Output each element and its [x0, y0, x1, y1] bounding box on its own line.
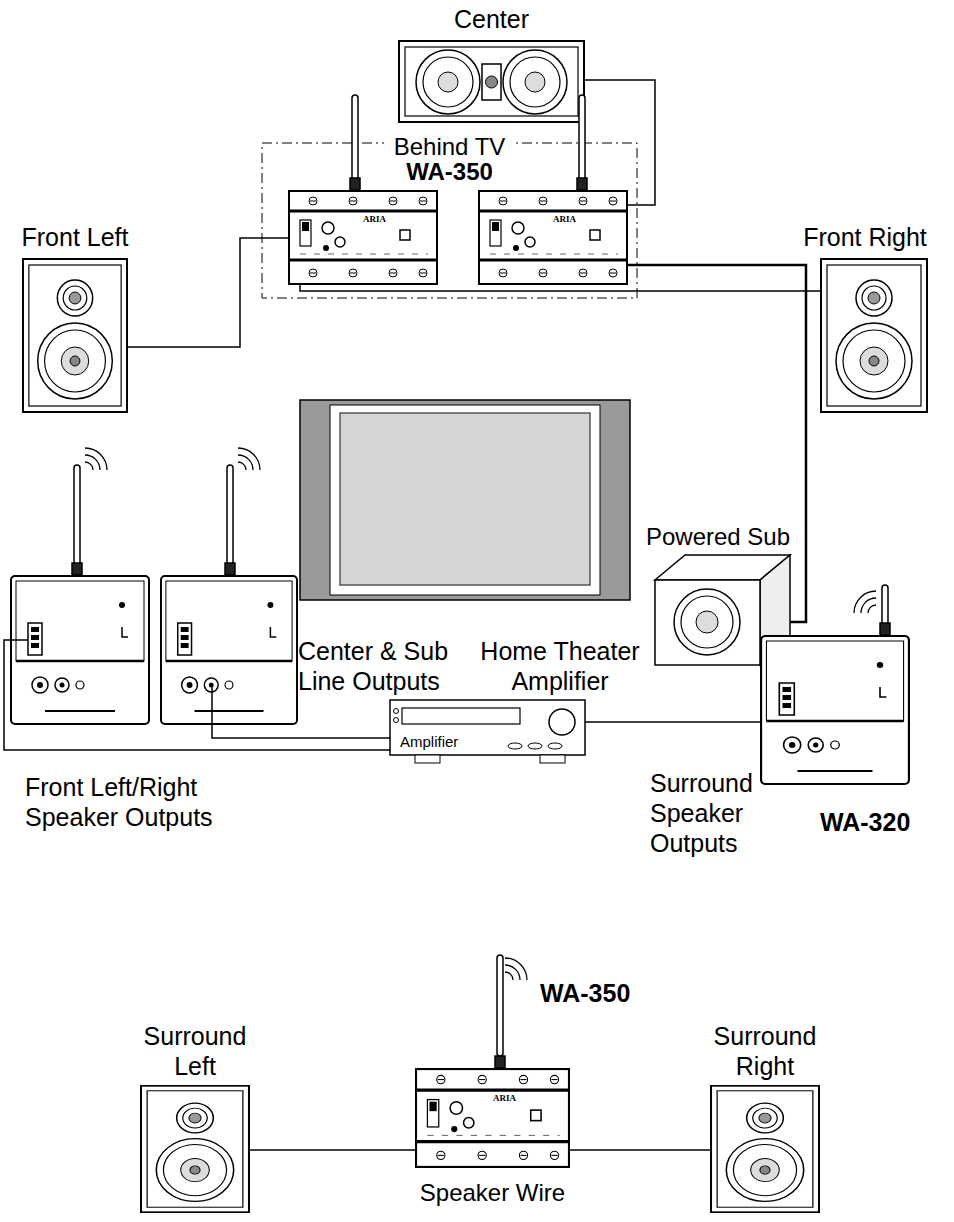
speaker: [821, 259, 927, 412]
wire-label: Front Left/Right Speaker Outputs: [25, 772, 255, 832]
node-label: Front Left: [2, 222, 148, 252]
node-label: WA-350: [540, 978, 650, 1008]
transmitter-unit: [761, 636, 909, 784]
illustration-part: [300, 400, 630, 600]
illustration-part: [330, 405, 600, 595]
illustration-part: [549, 709, 575, 735]
radio-waves: [85, 448, 107, 470]
receiver-unit: [416, 1069, 569, 1167]
illustration-part: [495, 1056, 505, 1068]
transmitter-unit: WA-320: [760, 635, 910, 785]
amplifier: Home Theater AmplifierAmplifier: [390, 700, 585, 755]
illustration-part: [880, 623, 890, 635]
illustration-part: [540, 755, 565, 763]
radio-waves: [505, 958, 527, 980]
illustration-part: [394, 709, 399, 714]
illustration-part: [350, 178, 360, 190]
node-label: Home Theater Amplifier: [465, 636, 655, 696]
illustration-part: [394, 718, 399, 723]
illustration-part: [72, 563, 82, 575]
illustration-part: [390, 700, 585, 755]
speaker: Surround Right: [710, 1085, 820, 1213]
illustration-part: [674, 589, 740, 655]
illustration-part: [415, 755, 440, 763]
node-label: ARIA: [493, 1094, 538, 1104]
transmitter-unit: [11, 576, 149, 724]
illustration-part: [577, 178, 587, 190]
node-label: Surround Right: [695, 1021, 835, 1081]
illustration-part: [579, 95, 585, 180]
speaker-wire: [570, 1149, 710, 1151]
illustration-part: [74, 465, 80, 565]
illustration-part: [854, 591, 876, 613]
speaker-wire: [250, 1149, 415, 1151]
node-label: ARIA: [553, 215, 598, 225]
node-label: Powered Sub: [643, 522, 793, 552]
speaker-wire: [300, 285, 820, 291]
speaker: Front Left: [22, 258, 128, 413]
wire-label: Center & Sub Line Outputs: [298, 636, 468, 696]
receiver-unit: ARIA: [478, 190, 628, 285]
illustration-part: [225, 563, 235, 575]
transmitter-unit: [161, 576, 297, 724]
node-label: Center: [378, 4, 605, 34]
radio-waves: [854, 591, 876, 613]
illustration-part: [340, 413, 590, 585]
speaker-wire: [628, 265, 806, 622]
amplifier: [390, 700, 585, 763]
illustration-part: [352, 95, 358, 180]
illustration-part: [497, 955, 503, 1056]
speaker: Surround Left: [140, 1085, 250, 1213]
node-label: Front Right: [790, 222, 940, 252]
node-label: WA-320: [820, 807, 930, 837]
illustration-part: [227, 465, 233, 565]
node-label: Surround Left: [125, 1021, 265, 1081]
receiver-unit: ARIA: [288, 190, 438, 285]
illustration-part: [402, 708, 520, 724]
speaker-wire: [585, 80, 655, 205]
node-label: WA-350: [402, 157, 497, 187]
radio-waves: [238, 448, 260, 470]
speaker: [23, 259, 127, 412]
receiver-unit: [479, 191, 627, 284]
illustration-part: [681, 596, 733, 648]
illustration-part: [696, 611, 718, 633]
speaker: [141, 1086, 249, 1212]
receiver-unit: WA-350ARIA: [415, 1068, 570, 1168]
receiver-unit: [289, 191, 437, 284]
illustration-part: [528, 743, 542, 749]
speaker: [711, 1086, 819, 1212]
illustration-part: [548, 743, 562, 749]
television: [300, 400, 630, 600]
center-speaker: Center: [398, 40, 585, 123]
illustration-part: [655, 580, 760, 665]
speaker-wire: [585, 721, 760, 723]
wire-label: Speaker Wire: [415, 1178, 570, 1208]
node-label: ARIA: [363, 215, 408, 225]
speaker: Front Right: [820, 258, 928, 413]
behind-tv-group: Behind TVWA-350ARIAARIA: [262, 143, 637, 298]
speaker-wire: [128, 238, 288, 347]
illustration-part: [882, 585, 888, 625]
wire-label: Surround Speaker Outputs: [650, 768, 762, 858]
node-label: Amplifier: [400, 734, 480, 751]
center-speaker: [399, 41, 584, 122]
antenna: [72, 95, 890, 1068]
illustration-part: [508, 743, 522, 749]
subwoofer: Powered Sub: [655, 555, 790, 665]
